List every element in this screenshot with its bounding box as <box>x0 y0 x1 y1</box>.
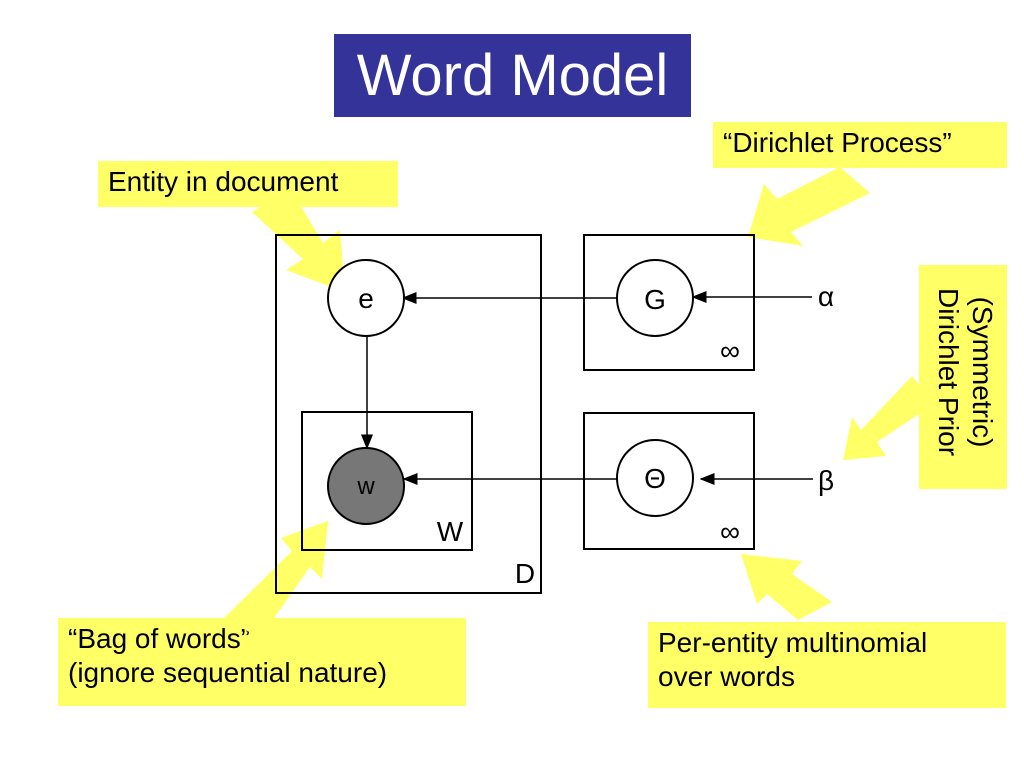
node-G-label: G <box>644 284 666 315</box>
plate-theta-infinity: ∞ <box>720 516 740 547</box>
alpha-label: α <box>818 281 834 312</box>
node-theta <box>616 439 694 517</box>
pointer-arrow-symmetric-prior <box>843 376 934 460</box>
note-bag-of-words-line1: “Bag of words” <box>68 623 251 654</box>
plate-G <box>583 234 755 371</box>
page-title: Word Model <box>356 43 669 108</box>
note-bag-of-words: “Bag of words” (ignore sequential nature… <box>58 618 466 706</box>
node-theta-label: Θ <box>644 463 666 494</box>
node-e-label: e <box>358 283 374 314</box>
plate-theta <box>583 412 755 550</box>
plate-D <box>275 234 542 594</box>
note-per-entity-line1: Per-entity multinomial <box>658 627 928 658</box>
title-banner: Word Model <box>334 34 691 117</box>
node-w-observed <box>327 447 405 525</box>
node-G <box>616 259 694 337</box>
node-e <box>327 259 405 337</box>
pointer-arrow-dirichlet-process <box>748 167 870 246</box>
pointer-arrow-entity <box>252 188 345 292</box>
note-entity-in-document: Entity in document <box>98 161 398 207</box>
beta-label: β <box>818 465 834 496</box>
note-entity-in-document-text: Entity in document <box>108 166 339 197</box>
plate-G-infinity: ∞ <box>720 335 740 366</box>
note-dirichlet-process: “Dirichlet Process” <box>713 122 1007 168</box>
note-bag-of-words-line2: (ignore sequential nature) <box>68 657 388 688</box>
plate-D-label: D <box>515 558 535 589</box>
plate-W-label: W <box>437 516 464 547</box>
node-w-label: w <box>356 473 375 500</box>
pointer-arrow-per-entity <box>741 554 832 620</box>
note-per-entity-line2: over words <box>658 661 795 692</box>
note-symmetric-dirichlet-prior: (Symmetric) Dirichlet Prior <box>919 265 1007 489</box>
plate-W <box>301 411 473 551</box>
note-dirichlet-process-text: “Dirichlet Process” <box>723 127 952 158</box>
note-per-entity-multinomial: Per-entity multinomial over words <box>648 622 1006 708</box>
